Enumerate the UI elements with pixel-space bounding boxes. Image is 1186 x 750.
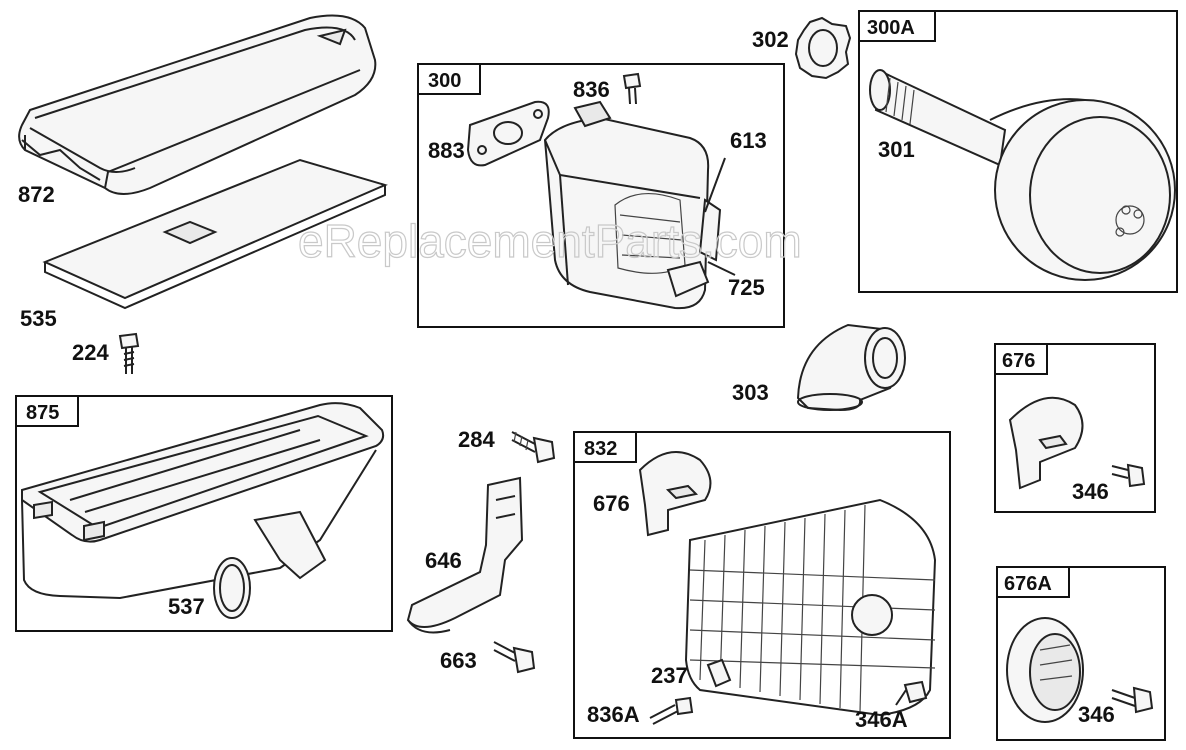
label-836: 836 [573, 77, 610, 102]
label-535: 535 [20, 306, 57, 331]
box-label-676: 676 [1002, 350, 1035, 372]
label-302: 302 [752, 27, 789, 52]
label-537: 537 [168, 594, 205, 619]
label-301: 301 [878, 137, 915, 162]
label-237: 237 [651, 663, 688, 688]
label-725: 725 [728, 275, 765, 300]
box-300A: 300A [858, 10, 1178, 293]
box-300: 300 [417, 63, 785, 328]
label-224: 224 [72, 340, 109, 365]
label-872: 872 [18, 182, 55, 207]
part-663-bolt [493, 641, 536, 674]
label-646: 646 [425, 548, 462, 573]
label-676: 676 [593, 491, 630, 516]
box-label-676A: 676A [1004, 573, 1052, 595]
part-302-washer [794, 16, 852, 80]
watermark: eReplacementParts.com [298, 215, 802, 267]
box-label-300: 300 [428, 70, 461, 92]
box-label-875: 875 [26, 402, 59, 424]
part-224-screw [118, 332, 140, 374]
label-883: 883 [428, 138, 465, 163]
box-676: 676 [994, 343, 1156, 513]
box-label-832: 832 [584, 438, 617, 460]
label-284: 284 [458, 427, 495, 452]
label-663: 663 [440, 648, 477, 673]
part-303-elbow [796, 323, 906, 412]
box-875: 875 [15, 395, 393, 632]
label-836A: 836A [587, 702, 640, 727]
part-535-filter [42, 158, 388, 310]
label-303: 303 [732, 380, 769, 405]
box-676A: 676A [996, 566, 1166, 741]
label-613: 613 [730, 128, 767, 153]
part-284-bolt [511, 431, 556, 464]
label-346A: 346A [855, 707, 908, 732]
box-label-300A: 300A [867, 17, 915, 39]
part-646-bracket [406, 476, 524, 634]
label-346-lower: 346 [1078, 702, 1115, 727]
box-832: 832 [573, 431, 951, 739]
part-872-cover [18, 14, 377, 195]
label-346: 346 [1072, 479, 1109, 504]
